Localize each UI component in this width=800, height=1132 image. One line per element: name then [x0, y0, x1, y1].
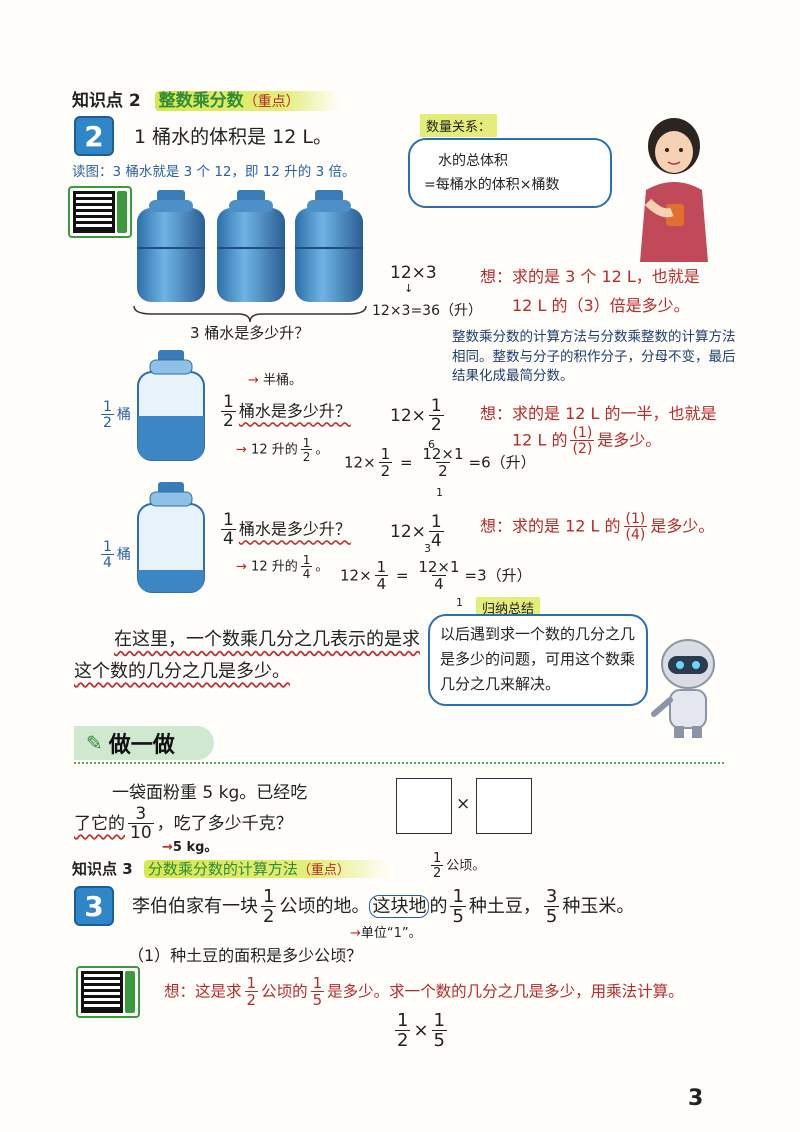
kp3-title-highlight: 分数乘分数的计算方法（重点）: [143, 860, 390, 878]
q-three-bottles: 3 桶水是多少升？: [190, 324, 310, 342]
think2-line-a: 想：求的是 12 L 的一半，也就是: [480, 404, 717, 423]
think2-line-b: 12 L 的(1)(2)是多少。: [512, 425, 662, 457]
half-bottle-illustration: [137, 350, 205, 461]
practice-q-line-a: 一袋面粉重 5 kg。已经吃: [112, 783, 308, 803]
bottle-3: [295, 190, 363, 302]
think1-line-b: 12 L 的（3）倍是多少。: [512, 292, 690, 316]
kp2-title: 整数乘分数: [158, 91, 244, 111]
kp3-title: 分数乘分数的计算方法: [147, 860, 298, 878]
robot-tip-text: 以后遇到求一个数的几分之几是多少的问题，可用这个数乘几分之几来解决。: [440, 625, 636, 693]
half-note-1: → 半桶。: [248, 373, 303, 388]
practice-note: →5 kg。: [162, 840, 218, 855]
kp3-label: 知识点 3: [72, 860, 133, 878]
half-label-unit: 桶: [116, 407, 131, 423]
bottle-1: [137, 190, 205, 302]
half-label-num: 1: [103, 399, 112, 415]
practice-title: 做一做: [108, 733, 175, 758]
conclusion-text: 在这里，一个数乘几分之几表示的是求这个数的几分之几是多少。: [74, 629, 420, 682]
qr-side-label-2: [125, 971, 135, 1013]
half-q-text: 桶水是多少升？: [238, 401, 351, 421]
kp2-header: 知识点 2 整数乘分数（重点）: [72, 86, 340, 111]
page-number: 3: [688, 1086, 704, 1111]
ex3-q1: （1）种土豆的面积是多少公顷？: [128, 946, 363, 965]
unit-one-note: →单位“1”。: [350, 926, 422, 941]
pencil-icon: ✎: [86, 731, 103, 755]
example-2-badge: 2: [74, 116, 114, 156]
qr-code-icon: [73, 191, 115, 233]
practice-divider: [74, 762, 724, 764]
brace-three-bottles: [133, 305, 367, 323]
summary-tag: 归纳总结: [476, 597, 541, 618]
kp2-tag: （重点）: [243, 94, 300, 110]
girl-illustration: [640, 118, 708, 262]
ex2-statement: 1 桶水的体积是 12 L。: [134, 126, 332, 148]
bottle-2: [217, 190, 285, 302]
kp2-title-highlight: 整数乘分数（重点）: [154, 91, 340, 111]
example-2-number: 2: [84, 119, 104, 153]
three-bottles-illustration: [137, 190, 363, 302]
kp3-tag: （重点）: [297, 863, 350, 878]
math3-cancel-bot: 1: [456, 596, 463, 609]
robot-tip-bubble: 以后遇到求一个数的几分之几是多少的问题，可用这个数乘几分之几来解决。: [428, 614, 648, 706]
think1-b1: 12 L 的（: [512, 296, 584, 315]
times-sign: ×: [456, 794, 471, 814]
robot-illustration: [651, 639, 715, 738]
ex2-read-label: 读图：3 桶水就是 3 个 12，即 12 升的 3 倍。: [72, 164, 356, 180]
think1-line-a: 想：求的是 3 个 12 L，也就是: [480, 267, 700, 286]
kp3-header: 知识点 3 分数乘分数的计算方法（重点）: [72, 858, 390, 879]
example-3-badge: 3: [74, 886, 114, 926]
think3-line: 想：求的是 12 L 的(1)(4)是多少。: [480, 511, 715, 543]
half-q-den: 2: [221, 411, 236, 431]
qr-side-label: [117, 191, 127, 233]
kp2-label: 知识点 2: [72, 91, 141, 111]
example-3-number: 3: [84, 889, 104, 923]
method-note: 整数乘分数的计算方法与分数乘整数的计算方法相同。整数与分子的积作分子，分母不变，…: [452, 329, 736, 385]
math1-expr: 12×3: [390, 263, 437, 283]
math3-cancel-top: 3: [424, 542, 431, 555]
relation-line-1: 水的总体积: [438, 153, 508, 169]
relation-bubble: 水的总体积 =每桶水的体积×桶数: [408, 138, 612, 208]
answer-box-1[interactable]: [396, 778, 452, 834]
quarter-bottle-illustration: [137, 482, 205, 593]
qr-code-ex2[interactable]: [68, 186, 132, 238]
practice-header: ✎ 做一做: [74, 726, 214, 760]
math2-cancel-top: 6: [428, 438, 435, 451]
qr-code-ex3[interactable]: [76, 966, 140, 1018]
arrow-down-icon: ↓: [404, 282, 414, 295]
think1-b3: ）倍是多少。: [593, 296, 690, 315]
half-q-num: 1: [223, 392, 234, 412]
math1-calc: 12×3=36（升）: [372, 303, 482, 319]
relation-label: 数量关系：: [420, 114, 498, 137]
this-land-circle: 这块地: [369, 895, 430, 918]
math2-cancel-bot: 1: [436, 486, 443, 499]
relation-line-2: =每桶水的体积×桶数: [424, 177, 560, 193]
answer-box-2[interactable]: [476, 778, 532, 834]
think1-answer: 3: [583, 296, 594, 315]
half-label-den: 2: [101, 414, 114, 431]
qr-code-icon-2: [81, 971, 123, 1013]
